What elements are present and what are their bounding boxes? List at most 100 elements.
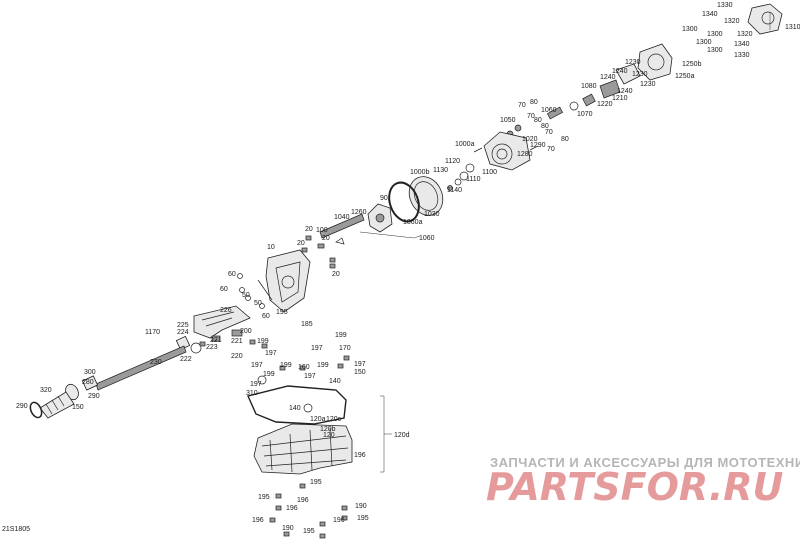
callout-label: 140: [289, 405, 301, 412]
callout-label: 1060: [541, 107, 557, 114]
callout-label: 60: [262, 313, 270, 320]
callout-label: 10: [267, 244, 275, 251]
callout-label: 1170: [145, 329, 160, 336]
callout-label: 225: [177, 322, 189, 329]
callout-label: 1240: [600, 74, 616, 81]
callout-label: 1220: [597, 101, 613, 108]
callout-label: 1040: [334, 214, 350, 221]
callout-label: 320: [40, 387, 52, 394]
callout-label: 230: [150, 359, 162, 366]
callout-label: 196: [297, 497, 309, 504]
callout-label: 150: [354, 369, 366, 376]
callout-label: 170: [339, 345, 351, 352]
callout-label: 300: [84, 369, 96, 376]
callout-label: 120b: [320, 426, 336, 433]
callout-label: 1060: [419, 235, 435, 242]
callout-label: 1280: [517, 151, 533, 158]
callout-label: 220: [231, 353, 243, 360]
callout-label: 1030: [424, 211, 440, 218]
callout-label: 190: [355, 503, 367, 510]
callout-label: 1330: [717, 2, 733, 9]
callout-label: 195: [258, 494, 270, 501]
parts-drawing: [29, 3, 783, 539]
callout-label: 222: [180, 356, 192, 363]
callout-label: 1320: [724, 18, 740, 25]
callout-label: 50: [242, 292, 250, 299]
callout-label: 290: [88, 393, 100, 400]
callout-label: 223: [206, 344, 218, 351]
callout-label: 190: [282, 525, 294, 532]
callout-label: 195: [357, 515, 369, 522]
callout-label: 199: [263, 371, 275, 378]
callout-label: 80: [561, 136, 569, 143]
callout-label: 1310: [785, 24, 800, 31]
callout-label: 1240: [617, 88, 633, 95]
callout-label: 60: [220, 286, 228, 293]
callout-label: 70: [518, 102, 526, 109]
callout-label: 1260: [351, 209, 367, 216]
callout-label: 1140: [447, 187, 462, 194]
callout-label: 20: [297, 240, 305, 247]
callout-label: 1330: [734, 52, 750, 59]
callout-label: 1100: [482, 169, 497, 176]
callout-label: 120: [323, 432, 335, 439]
callout-label: 120c: [326, 416, 342, 423]
callout-label: 1110: [466, 176, 481, 183]
callout-label: 1300: [696, 39, 712, 46]
callout-label: 1020: [522, 136, 538, 143]
diagram-code: 21S1805: [2, 526, 30, 533]
group-bracket-120: [380, 395, 392, 473]
callout-label: 80: [541, 123, 549, 130]
callout-label: 1340: [702, 11, 718, 18]
callout-label: 150: [72, 404, 84, 411]
callout-label: 70: [547, 146, 555, 153]
callout-label: 120d: [394, 432, 410, 439]
callout-label: 197: [251, 362, 263, 369]
o-ring-part: [388, 181, 420, 223]
callout-label: 20: [332, 271, 340, 278]
callout-label: 1290: [530, 142, 546, 149]
callout-label: 1340: [734, 41, 750, 48]
callout-label: 1130: [433, 167, 448, 174]
callout-label: 1250b: [682, 61, 702, 68]
callout-label: 1230: [625, 59, 641, 66]
nozzle-housing-part: [637, 43, 673, 81]
callout-label: 199: [280, 362, 292, 369]
callout-label: 199: [317, 362, 329, 369]
group-bracket-1060: [359, 231, 421, 239]
callout-label: 197: [354, 361, 366, 368]
callout-label: 185: [301, 321, 313, 328]
callout-label: 1230: [640, 81, 656, 88]
callout-label: 140: [329, 378, 341, 385]
callout-label: 197: [250, 381, 262, 388]
callout-label: 1230: [632, 71, 648, 78]
callout-label: 1300: [707, 31, 723, 38]
callout-label: 197: [304, 373, 316, 380]
callout-label: 1240: [612, 68, 628, 75]
callout-label: 195: [310, 479, 322, 486]
callout-label: 1000a: [455, 141, 475, 148]
callout-label: 197: [265, 350, 277, 357]
impeller-housing-part: [483, 131, 531, 171]
callout-label: 196: [333, 517, 345, 524]
callout-label: 280: [82, 379, 94, 386]
callout-label: 20: [305, 226, 313, 233]
callout-label: 197: [311, 345, 323, 352]
callout-label: 195: [303, 528, 315, 535]
callout-label: 50: [254, 300, 262, 307]
callout-label: 70: [527, 113, 535, 120]
wear-ring-part: [408, 176, 444, 216]
callout-label: 1210: [612, 95, 628, 102]
callout-label: 60: [228, 271, 236, 278]
callout-label: 200: [240, 328, 252, 335]
callout-label: 1070: [577, 111, 593, 118]
gasket-part: [247, 385, 347, 425]
pump-support-part: [265, 249, 311, 313]
callout-label: 1050: [500, 117, 516, 124]
callout-label: 224: [177, 329, 189, 336]
drive-shaft-part: [95, 345, 187, 391]
steering-nozzle-part: [747, 3, 783, 35]
callout-label: 196: [354, 452, 366, 459]
callout-label: 160: [298, 364, 310, 371]
